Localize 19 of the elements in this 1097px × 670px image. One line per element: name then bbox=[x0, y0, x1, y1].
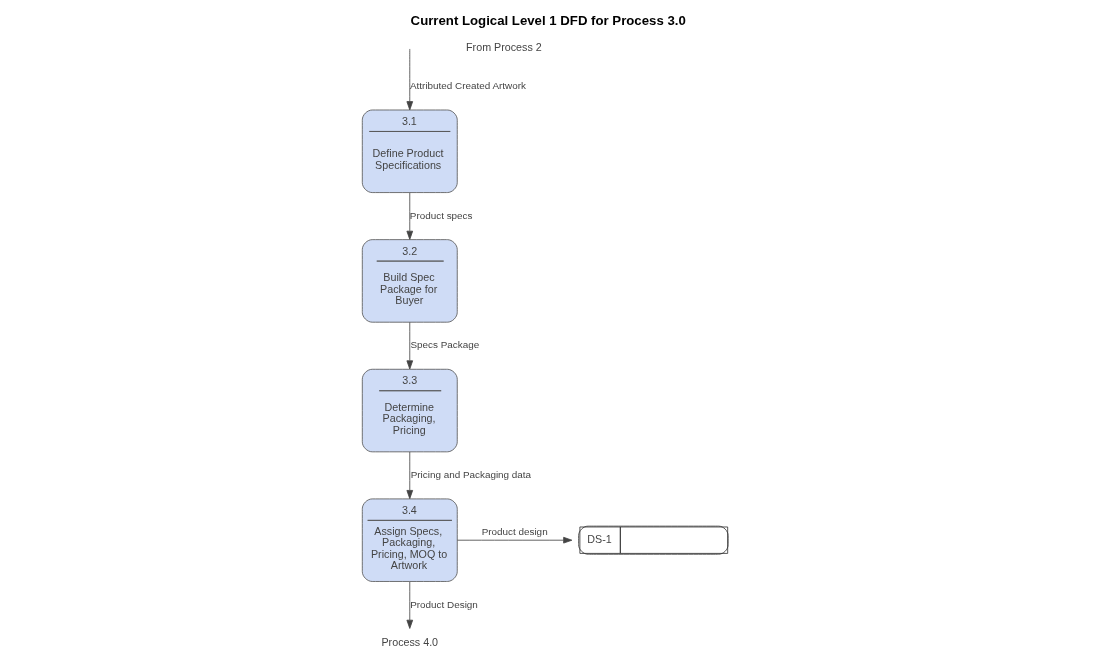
node-box: 3.3 Determine Packaging, Pricing bbox=[361, 368, 458, 453]
arrow bbox=[406, 192, 414, 240]
arrow bbox=[406, 321, 414, 370]
label: From Process 2 bbox=[466, 40, 542, 53]
arrow bbox=[456, 536, 573, 544]
edge-label: Specs Package bbox=[410, 339, 480, 351]
node-box: 3.4 Assign Specs, Packaging, Pricing, MOQ to Artwork bbox=[361, 498, 458, 582]
edge-label: Product Design bbox=[410, 598, 478, 610]
diagram-title: Current Logical Level 1 DFD for Process 3.0 bbox=[410, 12, 686, 28]
node-box: 3.2 Build Spec Package for Buyer bbox=[361, 239, 458, 323]
arrow bbox=[406, 48, 414, 111]
edge-label: Product specs bbox=[409, 209, 473, 221]
edge-label: Product design bbox=[481, 525, 548, 537]
node-text: Process 4.0 bbox=[381, 636, 439, 649]
edge-label: Pricing and Packaging data bbox=[410, 468, 532, 480]
arrow bbox=[406, 451, 414, 500]
arrow bbox=[406, 581, 414, 629]
edge-label: Attributed Created Artwork bbox=[409, 80, 526, 92]
node-box: 3.1 Define Product Specifications bbox=[361, 109, 458, 193]
